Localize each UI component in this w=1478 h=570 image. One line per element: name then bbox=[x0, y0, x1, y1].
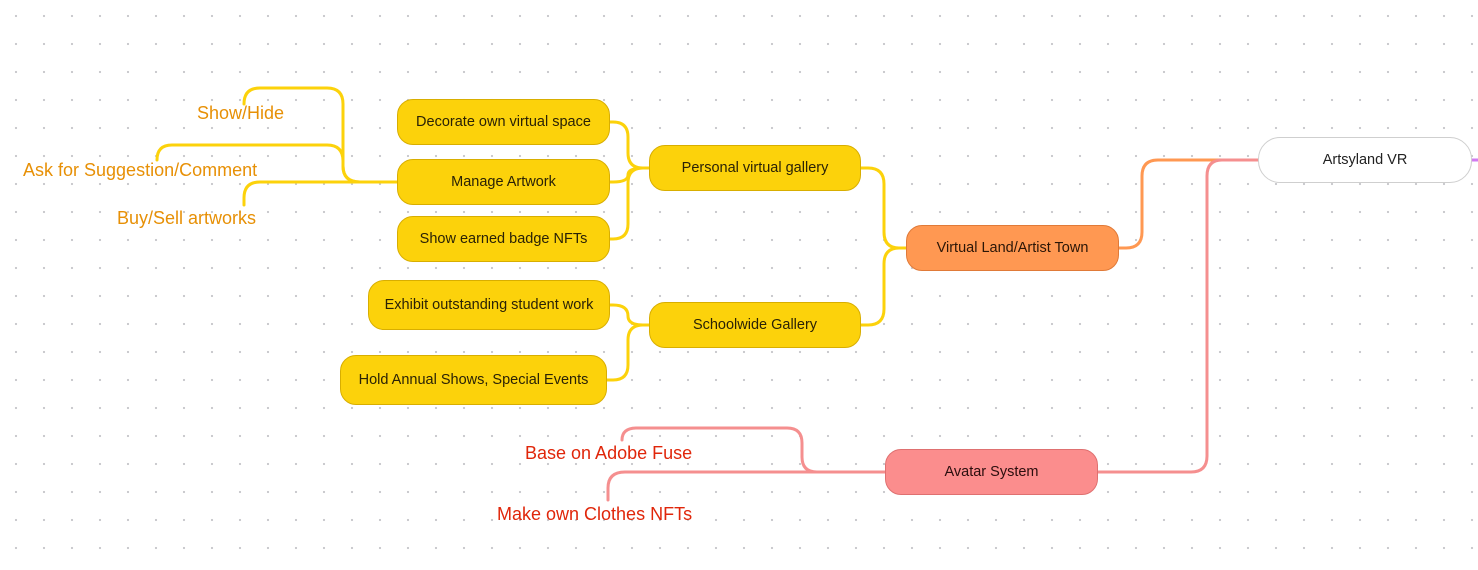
edge-virtual-land-schoolwide bbox=[859, 246, 908, 327]
node-decorate-space-label: Decorate own virtual space bbox=[416, 114, 591, 130]
leaf-clothes-nfts[interactable]: Make own Clothes NFTs bbox=[497, 504, 693, 524]
node-virtual-land-label: Virtual Land/Artist Town bbox=[936, 240, 1089, 256]
root-node-label: Artsyland VR bbox=[1322, 152, 1408, 168]
node-show-badges-label: Show earned badge NFTs bbox=[419, 231, 588, 247]
node-manage-artwork[interactable]: Manage Artwork bbox=[397, 159, 610, 205]
node-annual-shows-label: Hold Annual Shows, Special Events bbox=[358, 372, 589, 388]
node-virtual-land[interactable]: Virtual Land/Artist Town bbox=[906, 225, 1119, 271]
node-exhibit-work[interactable]: Exhibit outstanding student work bbox=[368, 280, 610, 330]
edge-avatar-clothes bbox=[606, 470, 887, 502]
edge-avatar-adobe bbox=[620, 426, 887, 474]
edge-manage-buysell bbox=[242, 180, 399, 207]
node-decorate-space[interactable]: Decorate own virtual space bbox=[397, 99, 610, 145]
node-avatar-system-label: Avatar System bbox=[944, 464, 1039, 480]
edge-root-avatar bbox=[1096, 158, 1260, 474]
edge-virtual-land-personal bbox=[859, 166, 908, 250]
leaf-show-hide[interactable]: Show/Hide bbox=[197, 103, 285, 123]
edge-personal-decorate bbox=[608, 120, 651, 170]
leaf-ask-suggestion[interactable]: Ask for Suggestion/Comment bbox=[23, 160, 258, 180]
edge-manage-suggestion bbox=[155, 143, 399, 184]
node-avatar-system[interactable]: Avatar System bbox=[885, 449, 1098, 495]
edge-schoolwide-annual bbox=[605, 323, 651, 382]
edge-root-virtual-land bbox=[1117, 158, 1260, 250]
edge-personal-badges bbox=[608, 166, 651, 241]
node-personal-gallery[interactable]: Personal virtual gallery bbox=[649, 145, 861, 191]
node-schoolwide-gallery-label: Schoolwide Gallery bbox=[692, 317, 818, 333]
root-node-artsyland-vr[interactable]: Artsyland VR bbox=[1258, 137, 1472, 183]
leaf-buy-sell[interactable]: Buy/Sell artworks bbox=[117, 208, 257, 228]
node-exhibit-work-label: Exhibit outstanding student work bbox=[384, 297, 594, 313]
node-annual-shows[interactable]: Hold Annual Shows, Special Events bbox=[340, 355, 607, 405]
edge-schoolwide-exhibit bbox=[608, 303, 651, 327]
node-personal-gallery-label: Personal virtual gallery bbox=[681, 160, 829, 176]
node-schoolwide-gallery[interactable]: Schoolwide Gallery bbox=[649, 302, 861, 348]
leaf-adobe-fuse[interactable]: Base on Adobe Fuse bbox=[525, 443, 693, 463]
node-manage-artwork-label: Manage Artwork bbox=[451, 174, 556, 190]
node-show-badges[interactable]: Show earned badge NFTs bbox=[397, 216, 610, 262]
